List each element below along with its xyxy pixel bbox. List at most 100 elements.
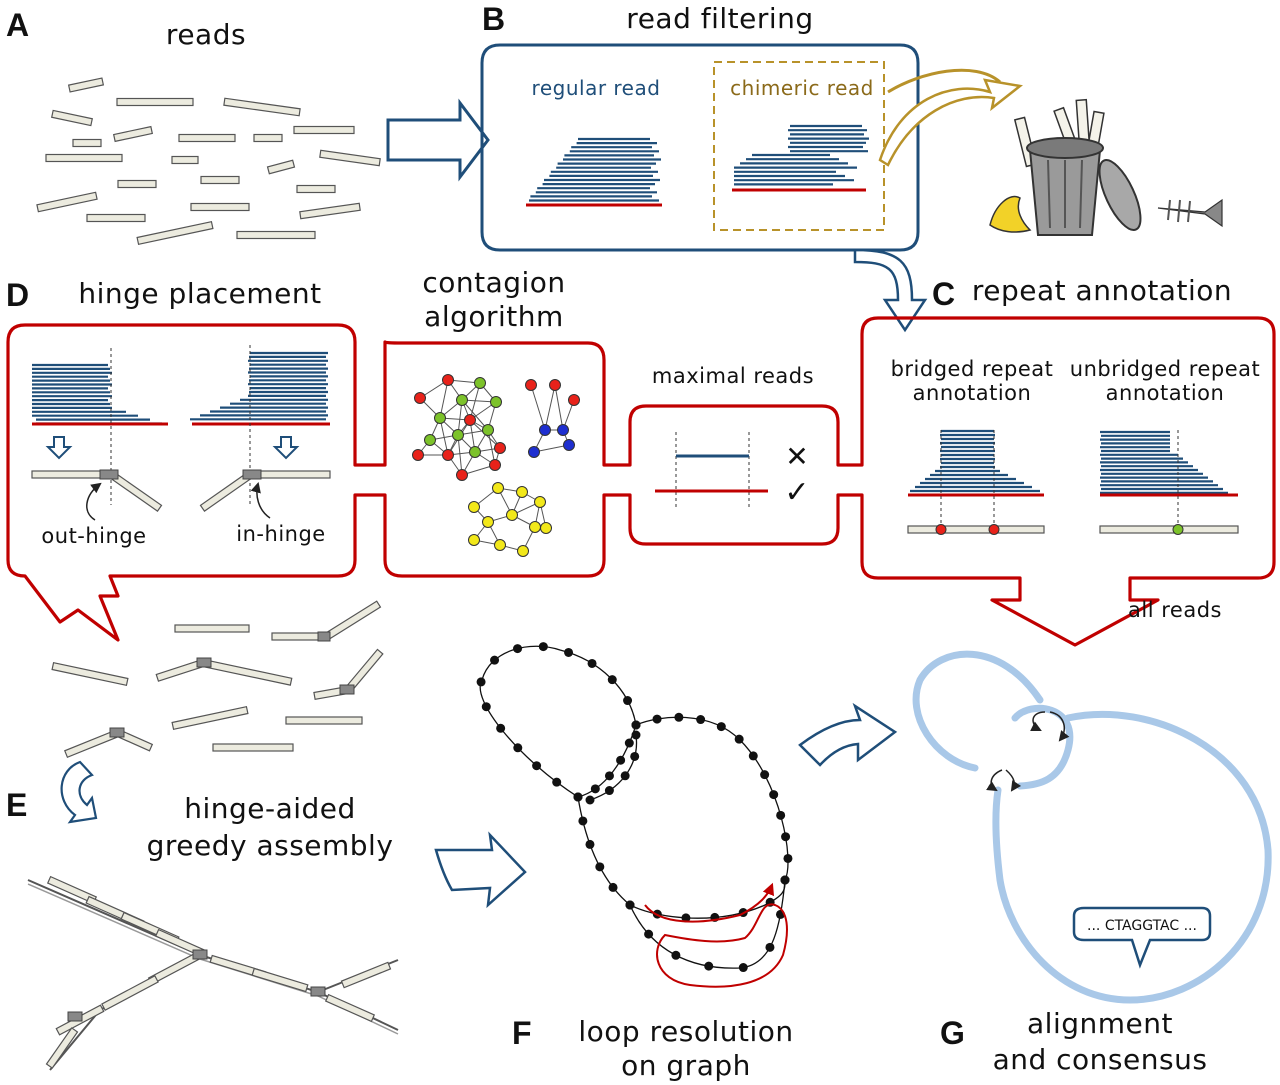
trash-can [989,98,1223,236]
repeat-marker-icon [988,524,1000,535]
graph-node [496,723,506,733]
graph-node [738,963,748,973]
hinge-icon [99,469,119,480]
graph-cluster-blue [525,379,580,458]
red-pipeline-frame [6,316,1276,647]
all-reads-label: all reads [1128,598,1222,622]
out-hinge-label: out-hinge [41,524,146,548]
hinged-reads [51,600,384,759]
greedy-assembly-paths [27,875,399,1071]
graph-node [516,486,528,498]
bridged-label-line-1: bridged repeat [891,357,1054,381]
down-arrow-icon [45,436,73,460]
graph-cluster-yellow [468,482,552,557]
graph-node [549,379,561,391]
graph-node [469,446,481,458]
contagion-title-line-1: contagion [422,266,565,299]
graph-node [482,516,494,528]
unbridged-pileup [1100,430,1228,494]
read [117,179,157,189]
graph-node [681,913,691,923]
out-hinge-pileup [32,363,162,425]
graph-node [468,534,480,546]
graph-node [590,784,600,794]
graph-node [489,459,501,471]
panel-c: C repeat annotation bridged repeat annot… [891,274,1260,622]
graph-node [748,751,758,761]
in-hinge-pileup [190,351,328,421]
graph-node [525,379,537,391]
junction-arrows [986,711,1070,792]
arrow-f-to-g [798,702,898,767]
panel-e: E hinge-aided greedy assembly [6,760,527,1071]
graph-node [434,412,446,424]
graph-node [557,424,569,436]
graph-node [517,545,529,557]
panel-b-title: read filtering [626,2,813,35]
graph-node [552,777,562,787]
repeat-marker-icon [1172,524,1184,535]
read [266,159,296,175]
read [253,133,283,143]
repeat-marker-icon [935,524,947,535]
maximal-reads-panel: maximal reads ✕ ✓ [652,364,814,510]
graph-node [442,449,454,461]
resolved-path [644,882,775,923]
panel-f: F loop resolution on graph [476,642,898,1082]
graph-node [474,377,486,389]
panel-c-title: repeat annotation [972,274,1232,307]
graph-node [506,509,518,521]
graph-node [540,522,552,534]
read [299,202,361,220]
panel-a: A reads [6,7,490,246]
graph-node [604,771,614,781]
graph-node [781,832,791,842]
bridged-pileup [910,429,1040,493]
graph-node [482,424,494,436]
discard-arrow-shaft [887,68,1001,94]
panel-letter-f: F [512,1015,532,1051]
graph-node [734,734,744,744]
graph-node [585,839,595,849]
unbridged-label-line-2: annotation [1106,381,1225,405]
graph-node [464,414,476,426]
graph-node [492,482,504,494]
panel-g-title-line-2: and consensus [993,1043,1208,1076]
graph-node [573,792,583,802]
graph-node [494,539,506,551]
graph-node [620,771,630,781]
fish-bone-icon [1157,198,1223,228]
graph-node [716,722,726,732]
graph-node [442,374,454,386]
graph-node [490,396,502,408]
panel-b-frame [480,43,920,252]
graph-node [623,696,633,706]
graph-node [674,712,684,722]
chimeric-read-pileup [734,124,869,186]
chimeric-read-label: chimeric read [730,76,874,100]
assembly-graph [476,642,793,973]
read [293,125,355,135]
graph-node [490,655,500,665]
graph-node [476,677,486,687]
graph-node [630,751,640,761]
graph-node [644,929,654,939]
graph-node [494,442,506,454]
graph-node [578,816,588,826]
read [178,133,236,143]
arrow-b-to-c [853,248,928,333]
panel-b: B read filtering regular read chimeric r… [480,1,1023,333]
read [296,184,336,194]
graph-cluster-mixed [412,374,506,481]
graph-node [607,675,617,685]
contagion-panel: contagion algorithm [412,266,580,557]
read [171,155,199,165]
scattered-reads [36,77,381,246]
graph-node [704,961,714,971]
maximal-reads-title: maximal reads [652,364,814,388]
contagion-title-line-2: algorithm [424,300,564,333]
graph-node [456,394,468,406]
graph-node [624,738,634,748]
graph-node [529,521,541,533]
